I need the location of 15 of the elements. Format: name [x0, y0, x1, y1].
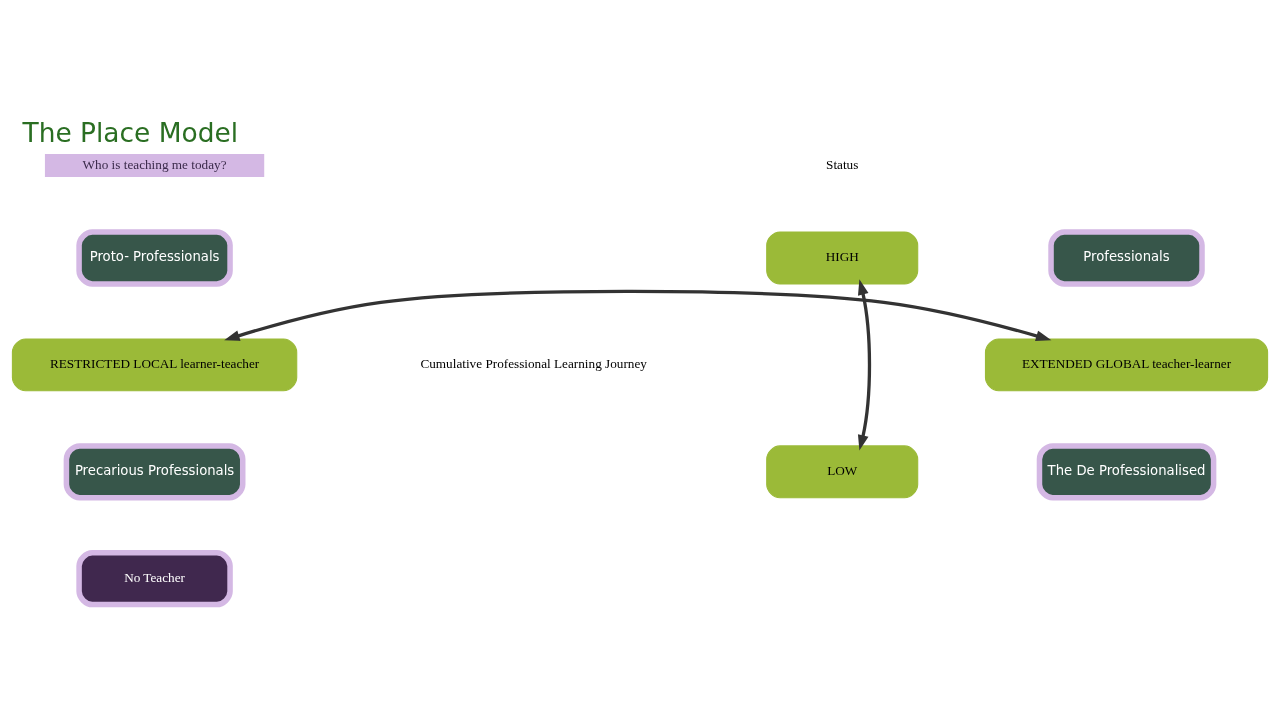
arrow — [857, 278, 872, 450]
arrow — [224, 289, 1052, 341]
label: Who is teaching me today? — [82, 156, 227, 172]
node-box: HIGH — [766, 231, 919, 284]
node-box: RESTRICTED LOCAL learner-teacher — [11, 337, 298, 391]
node-box: Precarious Professionals — [63, 442, 246, 500]
node-box: Proto- Professionals — [76, 228, 233, 287]
label: Cumulative Professional Learning Journey — [420, 355, 647, 371]
diagram-title: The Place Model — [22, 116, 239, 148]
node-box: Professionals — [1048, 228, 1205, 287]
label: Status — [826, 156, 859, 172]
node-box: The De Professionalised — [1036, 442, 1217, 500]
node-box: No Teacher — [76, 549, 233, 607]
node-box: LOW — [766, 444, 919, 498]
node-box: EXTENDED GLOBAL teacher-learner — [984, 337, 1269, 391]
